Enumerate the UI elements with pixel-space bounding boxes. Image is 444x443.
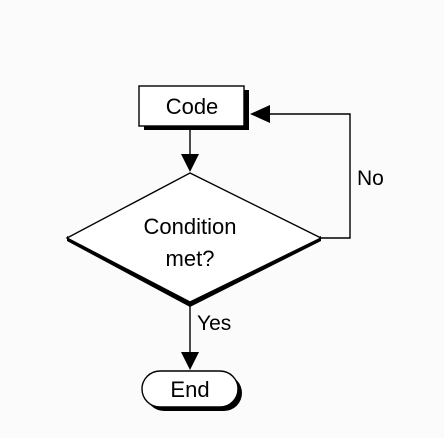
code-node-box bbox=[138, 85, 245, 127]
code-node: Code bbox=[138, 85, 249, 130]
no-branch-arrowhead bbox=[250, 105, 270, 123]
no-branch-line bbox=[266, 113, 351, 239]
no-branch-arrow: No bbox=[250, 105, 384, 239]
code-to-condition-arrowhead bbox=[181, 154, 199, 172]
code-node-label: Code bbox=[166, 94, 219, 119]
no-branch-label: No bbox=[357, 167, 384, 190]
code-to-condition-arrow bbox=[181, 126, 199, 172]
end-node-shape bbox=[141, 370, 239, 408]
yes-branch-label: Yes bbox=[197, 312, 231, 335]
condition-node-label-line2: met? bbox=[166, 246, 215, 271]
yes-branch-arrow: Yes bbox=[181, 302, 231, 370]
condition-node: Condition met? bbox=[65, 172, 323, 307]
end-node: End bbox=[141, 370, 242, 411]
end-node-label: End bbox=[170, 377, 209, 402]
yes-branch-arrowhead bbox=[181, 352, 199, 370]
condition-node-label-line1: Condition bbox=[144, 214, 237, 239]
